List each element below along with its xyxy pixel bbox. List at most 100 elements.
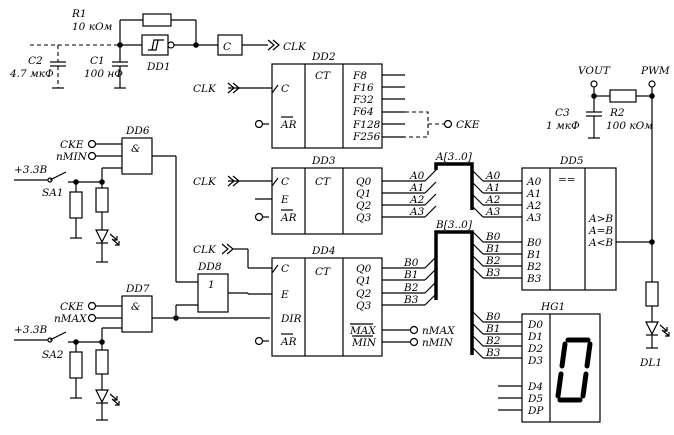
bus-b: B[3..0] B0 B1 B2 B3 B0 B1 B2 B3 [434, 219, 522, 359]
dd4-b2: B2 [403, 282, 419, 294]
oscillator-section: R1 10 кОм DD1 C CLK C1 100 нФ C2 4.7 м [9, 8, 307, 89]
dd4-ref: DD4 [311, 245, 336, 257]
dd5-b0: B0 [526, 237, 542, 249]
hg1-digit-glyph [555, 337, 593, 403]
dd2-in-ar: AR [280, 119, 297, 131]
bus-b-b2-hg1: B2 [485, 335, 501, 347]
dd2-outputs: F8 F16 F32 F64 F128 F256 [352, 70, 405, 143]
hg1-d5: D5 [527, 393, 543, 405]
hg1-d3: D3 [527, 355, 543, 367]
dd5-out-eq: A=B [588, 225, 613, 237]
hg1-dp: DP [527, 405, 544, 417]
clk-output-label: CLK [283, 41, 307, 53]
dd4-ct: CT [315, 266, 331, 278]
dd2-out-0: F8 [352, 70, 367, 82]
dd3-counter: DD3 CT CLK C E AR Q0 Q1 Q2 Q3 A0 A1 A2 A… [193, 155, 437, 235]
vout-label: VOUT [578, 65, 611, 77]
c2-value: 4.7 мкФ [9, 68, 54, 80]
dd5-b1: B1 [526, 249, 541, 261]
hg1-d1: D1 [527, 331, 543, 343]
dd3-a1: A1 [409, 182, 424, 194]
r2-value: 100 кОм [606, 120, 653, 132]
dd3-a3: A3 [409, 206, 425, 218]
dd4-counter: DD4 CT CLK C E DIR AR Q0 Q1 Q2 Q3 MAX MI… [193, 243, 455, 357]
bus-b-b1-dd5: B1 [485, 243, 500, 255]
pwm-output-section: VOUT PWM R2 100 кОм C3 1 мкФ DL1 [546, 65, 670, 369]
bus-b-b0-hg1: B0 [485, 311, 501, 323]
dd2-cke-label: CKE [456, 119, 480, 131]
dd2-in-c: C [281, 83, 289, 95]
c1-ref: C1 [90, 55, 105, 67]
dd1-ref: DD1 [146, 61, 171, 73]
dd1-schmitt-inverter [141, 34, 169, 56]
dd4-in-ar: AR [280, 336, 297, 348]
bus-a-a0: A0 [485, 170, 501, 182]
dd8-op: 1 [208, 279, 215, 291]
dd5-a3: A3 [526, 212, 542, 224]
dd6-and-gate: & DD6 CKE nMIN [56, 125, 198, 283]
dd8-or-gate: 1 DD8 [197, 261, 249, 313]
sa2-led [95, 389, 109, 404]
dd3-out-2: Q2 [356, 200, 372, 212]
dd5-b2: B2 [526, 261, 542, 273]
dd2-out-4: F128 [352, 119, 381, 131]
sa1-led [95, 229, 109, 244]
bus-b-b3-dd5: B3 [485, 267, 501, 279]
dd4-clk-label: CLK [193, 244, 217, 256]
dd4-in-dir: DIR [280, 313, 302, 325]
dd3-a0: A0 [409, 170, 425, 182]
dd7-ref: DD7 [125, 283, 150, 295]
hg1-ref: HG1 [540, 301, 565, 313]
bus-a: A[3..0] A0 A1 A2 A3 [434, 151, 522, 218]
hg1-d2: D2 [527, 343, 543, 355]
dd5-out-lt: A<B [588, 237, 613, 249]
sa1-switch-circuit: +3.3В SA1 [14, 164, 120, 263]
dd4-out-0: Q0 [356, 263, 372, 275]
r1-resistor [142, 13, 172, 27]
c3-ref: C3 [555, 107, 570, 119]
dd5-a0: A0 [526, 176, 542, 188]
pwm-label: PWM [640, 65, 670, 77]
dl1-led [645, 321, 659, 336]
dd2-counter: DD2 CT CLK C AR F8 F16 F32 F64 F128 F256 [193, 51, 480, 149]
dd8-ref: DD8 [197, 261, 222, 273]
dd6-op: & [131, 143, 140, 155]
dd2-ct: CT [315, 70, 331, 82]
dd3-in-ar: AR [280, 212, 297, 224]
dd5-b3: B3 [526, 273, 542, 285]
dd6-ref: DD6 [125, 125, 150, 137]
dd4-out-1: Q1 [356, 275, 371, 287]
dd5-a2: A2 [526, 200, 542, 212]
supply-label-1: +3.3В [14, 164, 47, 176]
dd3-out-1: Q1 [356, 188, 371, 200]
bus-b-b0-dd5: B0 [485, 231, 501, 243]
bus-a-a3: A3 [485, 206, 501, 218]
bus-a-label: A[3..0] [435, 151, 473, 163]
dd2-out-3: F64 [352, 106, 374, 118]
dl1-ref: DL1 [639, 357, 662, 369]
dd4-b0: B0 [403, 257, 419, 269]
c1-value: 100 нФ [84, 68, 123, 80]
bus-b-b3-hg1: B3 [485, 347, 501, 359]
supply-label-2: +3.3В [14, 324, 47, 336]
dd3-out-3: Q3 [356, 212, 372, 224]
dd6-nmin-label: nMIN [56, 151, 88, 163]
dd4-nmin-label: nMIN [422, 337, 454, 349]
dd2-ref: DD2 [311, 51, 336, 63]
hg1-seven-segment-display: HG1 D0 D1 D2 D3 D4 D5 DP [498, 301, 601, 423]
dd2-out-2: F32 [352, 94, 374, 106]
dd3-clk-label: CLK [193, 176, 217, 188]
dd7-cke-label: CKE [60, 301, 84, 313]
dd4-out-min: MIN [351, 337, 377, 349]
dd4-nmax-label: nMAX [422, 325, 455, 337]
dd5-comparator: DD5 == A0 A1 A2 A3 B0 B1 B2 B3 A>B A=B A… [521, 155, 655, 291]
dd6-cke-label: CKE [60, 139, 84, 151]
dd4-out-2: Q2 [356, 288, 372, 300]
hg1-d4: D4 [527, 381, 543, 393]
r1-ref: R1 [71, 8, 87, 20]
dd3-ref: DD3 [311, 155, 336, 167]
dd3-in-e: E [280, 194, 289, 206]
dd4-out-3: Q3 [356, 300, 372, 312]
r2-ref: R2 [609, 107, 625, 119]
dd4-out-max: MAX [349, 325, 376, 337]
